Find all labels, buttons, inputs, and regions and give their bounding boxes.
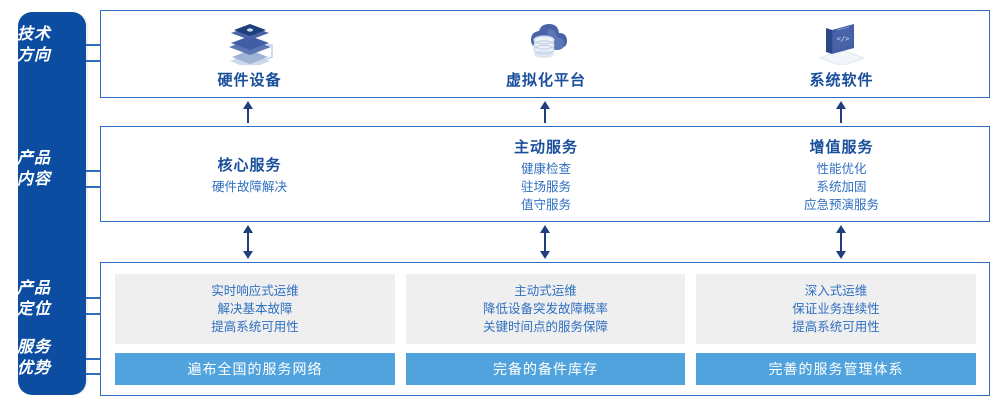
content-item: 硬件故障解决 (211, 180, 287, 194)
positioning-line: 解决基本故障 (217, 302, 293, 316)
content-item: 值守服务 (520, 198, 571, 212)
content-item: 驻场服务 (520, 180, 571, 194)
positioning-line: 提高系统可用性 (211, 320, 299, 334)
positioning-line: 深入式运维 (804, 284, 868, 298)
content-item: 系统加固 (816, 180, 867, 194)
connector-line-content-1 (86, 170, 108, 172)
positioning-line: 实时响应式运维 (211, 284, 299, 298)
connector-line-advantage-1 (86, 358, 108, 360)
laptop-code-icon: </> (814, 21, 870, 67)
section-positioning-advantage: 实时响应式运维 解决基本故障 提高系统可用性 主动式运维 降低设备突发故障概率 … (100, 262, 990, 396)
content-item: 性能优化 (816, 162, 867, 176)
positioning-line: 提高系统可用性 (792, 320, 880, 334)
arrow-up-virtualization (538, 100, 552, 129)
connector-line-advantage-2 (86, 373, 108, 375)
content-column-value-added-service[interactable]: 增值服务 性能优化 系统加固 应急预演服务 (694, 127, 989, 223)
connector-line-position-1 (86, 297, 108, 299)
tech-column-virtualization[interactable]: 虚拟化平台 (398, 11, 694, 99)
tech-title-system-software: 系统软件 (809, 71, 874, 89)
positioning-line: 保证业务连续性 (792, 302, 880, 316)
arrow-updown-proactive (538, 224, 552, 265)
rail-label-product-positioning: 产品 定位 (16, 280, 51, 318)
rail-label-tech-direction: 技术 方向 (16, 26, 51, 64)
cloud-database-icon (518, 21, 574, 65)
content-title-core-service: 核心服务 (217, 157, 282, 174)
content-item: 应急预演服务 (803, 198, 879, 212)
rail-label-service-advantage: 服务 优势 (16, 339, 51, 377)
content-column-core-service[interactable]: 核心服务 硬件故障解决 (101, 127, 398, 223)
connector-line-tech-2 (86, 60, 108, 62)
advantage-bar-spare-parts[interactable]: 完备的备件库存 (406, 353, 685, 385)
advantage-bar-service-network[interactable]: 遍布全国的服务网络 (115, 353, 395, 385)
content-item: 健康检查 (520, 162, 571, 176)
sidebar-rail (18, 12, 86, 395)
tech-column-system-software[interactable]: </> 系统软件 (694, 11, 989, 99)
advantage-bar-management-system[interactable]: 完善的服务管理体系 (696, 353, 976, 385)
connector-line-position-2 (86, 313, 108, 315)
positioning-card-realtime[interactable]: 实时响应式运维 解决基本故障 提高系统可用性 (115, 274, 395, 344)
content-column-proactive-service[interactable]: 主动服务 健康检查 驻场服务 值守服务 (398, 127, 694, 223)
content-title-proactive-service: 主动服务 (513, 139, 578, 156)
tech-column-hardware[interactable]: 硬件设备 (101, 11, 398, 99)
section-tech-direction: 硬件设备 虚拟化平台 (100, 10, 990, 98)
arrow-updown-core (241, 224, 255, 265)
tech-title-virtualization: 虚拟化平台 (505, 71, 586, 89)
positioning-line: 关键时间点的服务保障 (482, 320, 608, 334)
content-title-value-added-service: 增值服务 (809, 139, 874, 156)
positioning-line: 主动式运维 (514, 284, 577, 298)
rail-label-product-content: 产品 内容 (16, 150, 51, 188)
section-product-content: 核心服务 硬件故障解决 主动服务 健康检查 驻场服务 值守服务 增值服务 性能优… (100, 126, 990, 222)
positioning-card-proactive[interactable]: 主动式运维 降低设备突发故障概率 关键时间点的服务保障 (406, 274, 685, 344)
connector-line-tech-1 (86, 44, 108, 46)
connector-line-content-2 (86, 186, 108, 188)
arrow-up-system-software (834, 100, 848, 129)
arrow-up-hardware (241, 100, 255, 129)
positioning-line: 降低设备突发故障概率 (482, 302, 608, 316)
tech-title-hardware: 硬件设备 (217, 71, 282, 89)
svg-text:</>: </> (836, 35, 849, 43)
positioning-card-deep[interactable]: 深入式运维 保证业务连续性 提高系统可用性 (696, 274, 976, 344)
arrow-updown-value-added (834, 224, 848, 265)
server-stack-icon (222, 21, 278, 69)
